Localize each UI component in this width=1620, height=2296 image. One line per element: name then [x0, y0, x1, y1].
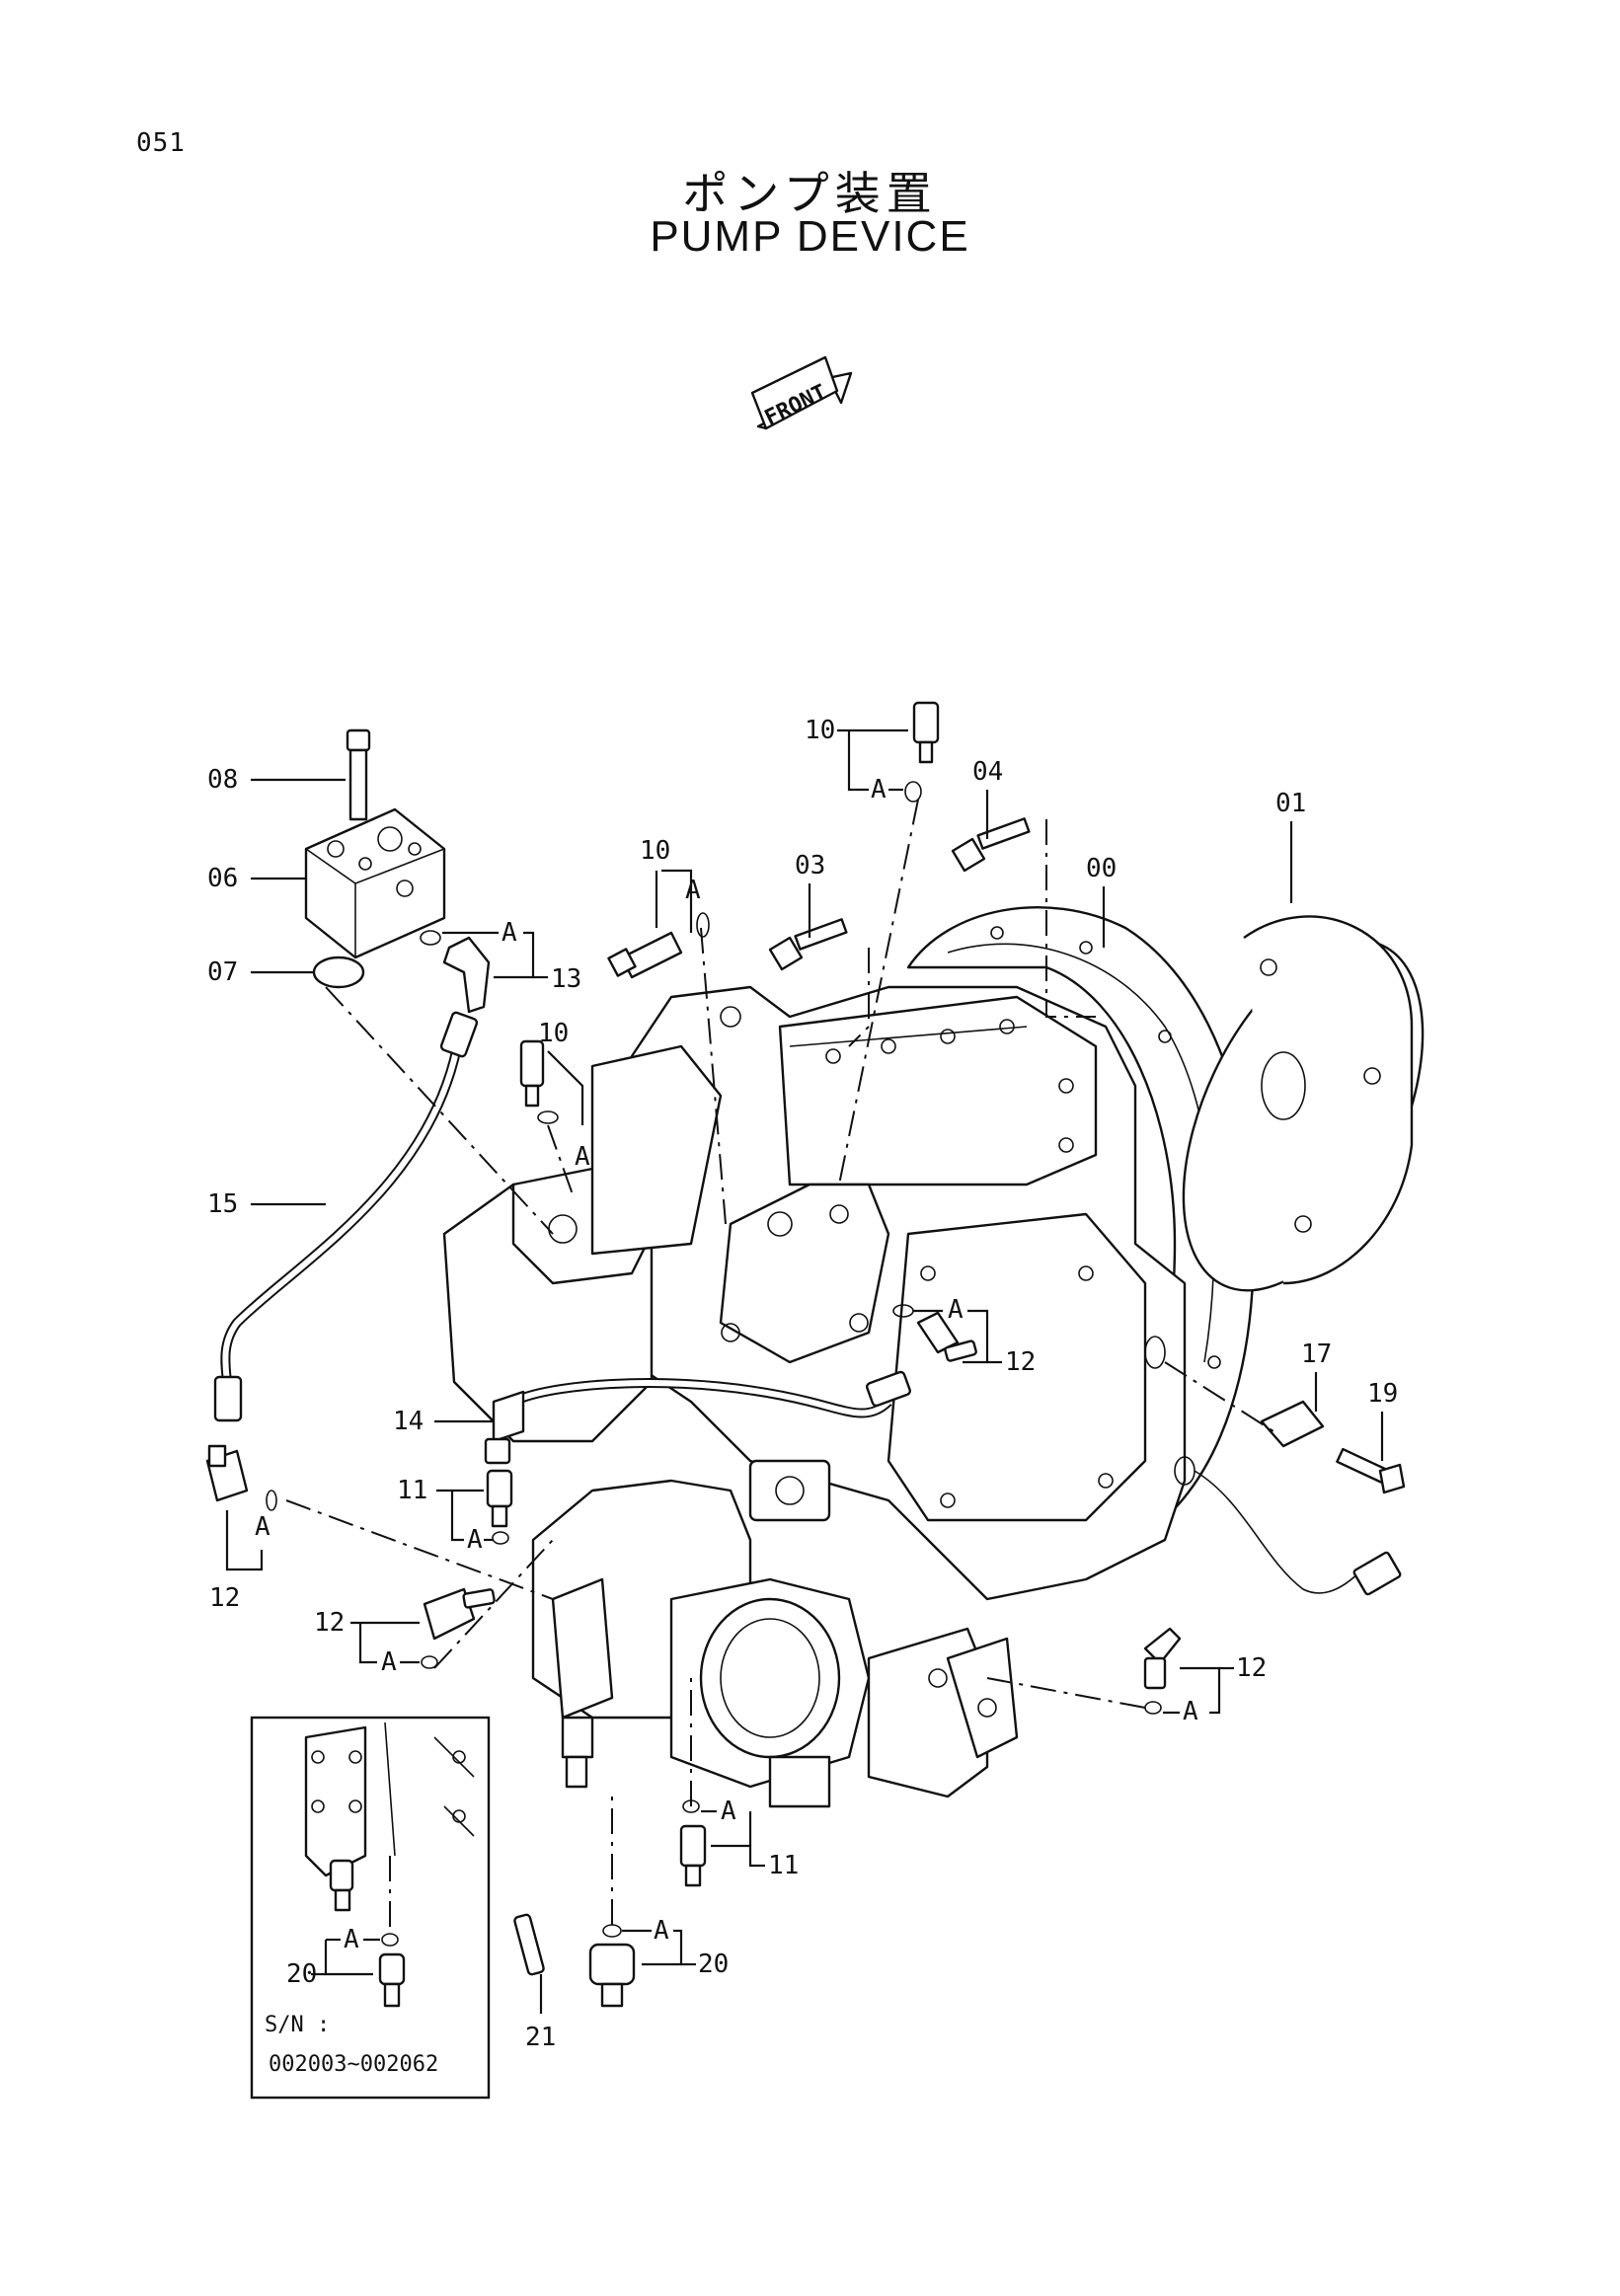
bracket-17 [1260, 1400, 1325, 1448]
callout-19: 19 [1367, 1379, 1398, 1409]
callout-03: 03 [795, 851, 825, 880]
callout-11-lower: 11 [768, 1851, 799, 1880]
fitting-11-upper [486, 1469, 513, 1545]
callout-12-right: 12 [1236, 1653, 1267, 1683]
callout-a-11-lower: A [721, 1797, 736, 1826]
serial-inset-box: A 20 S/N : 002003~002062 [250, 1716, 491, 2100]
callout-12-mid: 12 [1005, 1347, 1036, 1377]
callout-a-10-middle: A [685, 876, 701, 905]
sensor-cable [1194, 1470, 1363, 1594]
bolt-04 [951, 817, 1031, 873]
callout-13: 13 [551, 964, 581, 994]
front-arrow-icon: FRONT [750, 355, 853, 431]
callout-00: 00 [1086, 854, 1117, 883]
left-pump-section [442, 1044, 723, 1443]
fitting-13 [442, 936, 491, 1014]
sensor-21 [513, 1913, 545, 1976]
bolt-08 [346, 728, 371, 821]
callout-a-10-left: A [575, 1142, 590, 1172]
fitting-12-mid [892, 1304, 977, 1362]
fitting-10-top [904, 701, 940, 803]
fitting-11-lower [679, 1799, 707, 1887]
inset-callout-20: 20 [286, 1959, 317, 1989]
oring-07 [312, 956, 365, 989]
callout-10-left: 10 [538, 1019, 569, 1048]
callout-a-12-left: A [255, 1512, 270, 1542]
callout-a-12-mid: A [948, 1295, 964, 1325]
inset-callout-a: A [344, 1925, 359, 1954]
callout-10-top: 10 [805, 716, 835, 745]
callout-10-middle: 10 [640, 836, 670, 866]
callout-a-13: A [501, 918, 517, 948]
callout-a-10-top: A [871, 775, 887, 804]
bolt-19 [1336, 1447, 1406, 1494]
serial-label: S/N : [265, 2013, 330, 2037]
callout-11-upper: 11 [397, 1476, 427, 1505]
callout-17: 17 [1301, 1339, 1332, 1369]
callout-14: 14 [393, 1407, 424, 1436]
callout-a-20: A [654, 1916, 669, 1946]
callout-12-lower: 12 [314, 1608, 345, 1638]
callout-20: 20 [698, 1950, 729, 1979]
callout-08: 08 [207, 765, 238, 795]
callout-12-left: 12 [209, 1583, 240, 1613]
title-english: PUMP DEVICE [650, 212, 970, 261]
sensor-20 [588, 1924, 636, 2008]
callout-a-12-right: A [1183, 1697, 1198, 1726]
callout-a-11-upper: A [467, 1525, 483, 1555]
callout-01: 01 [1275, 789, 1306, 818]
serial-range: 002003~002062 [269, 2052, 438, 2077]
fitting-10-left [519, 1039, 559, 1124]
page-number: 051 [136, 128, 186, 158]
fitting-12-lower [421, 1587, 496, 1669]
fitting-12-left [205, 1444, 277, 1511]
regulator-assembly [531, 1459, 1019, 1808]
main-pump-body [630, 985, 1196, 1601]
title-japanese: ポンプ装置 [682, 167, 938, 220]
valve-block-06 [304, 807, 446, 959]
hose-15 [220, 1035, 464, 1383]
callout-21: 21 [525, 2023, 556, 2052]
callout-04: 04 [972, 757, 1003, 787]
callout-07: 07 [207, 957, 238, 987]
callout-15: 15 [207, 1189, 238, 1219]
callout-06: 06 [207, 864, 238, 893]
fitting-10-middle [607, 912, 710, 979]
fitting-14 [492, 1390, 525, 1443]
coupling-disc [1182, 915, 1425, 1292]
gear-pump-block [719, 1183, 890, 1364]
callout-a-12-lower: A [381, 1647, 397, 1677]
bolt-03 [768, 918, 848, 971]
fitting-12-right [1143, 1627, 1182, 1715]
